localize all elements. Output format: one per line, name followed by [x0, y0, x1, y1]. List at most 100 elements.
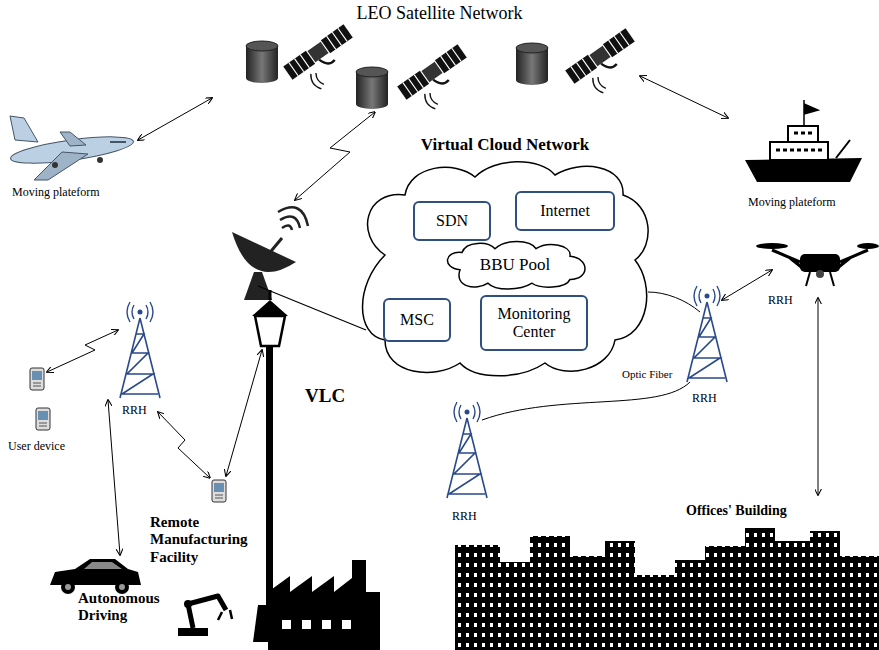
satellite-dish: [232, 207, 308, 300]
office-buildings-part: [745, 528, 775, 650]
car: [50, 559, 141, 594]
box-label: MSC: [400, 311, 434, 329]
user-devices: [30, 368, 226, 502]
satellites-part: [516, 43, 548, 85]
process-box: SDN: [413, 201, 491, 241]
drone-part: [772, 250, 868, 270]
building-label: Offices' Building: [686, 503, 787, 519]
process-box: MSC: [383, 298, 451, 342]
drone-part: [756, 243, 788, 249]
airplane: [9, 116, 135, 180]
car-part: [119, 584, 125, 590]
towers-part: [120, 302, 160, 398]
process-box: Monitoring Center: [480, 295, 588, 351]
rrh-label: RRH: [768, 294, 793, 308]
ship: [745, 100, 862, 182]
ship-part: [776, 133, 822, 150]
cloud-outline-path: [447, 241, 585, 289]
car-part: [50, 559, 141, 585]
ground-links-part: [818, 298, 819, 495]
ground-links-part: [648, 292, 700, 312]
ground-links-part: [482, 382, 690, 420]
user-devices-part: [212, 480, 226, 502]
platform-label: Moving plateform: [748, 196, 836, 210]
office-buildings-part: [500, 562, 530, 650]
cloud-outline-path: [363, 162, 649, 376]
ground-links-part: [47, 330, 118, 372]
box-label: Internet: [540, 202, 590, 220]
region-heading: Virtual Cloud Network: [355, 135, 655, 155]
ship-part: [836, 140, 850, 158]
platform-label: Moving plateform: [12, 186, 100, 200]
user-devices-part: [36, 408, 50, 430]
factory-part: [342, 620, 351, 629]
ground-links-part: [108, 400, 120, 555]
office-buildings-part: [840, 556, 879, 650]
robot-arm-part: [188, 596, 226, 628]
drone-part: [800, 254, 840, 272]
facility-label: Remote Manufacturing Facility: [150, 514, 268, 566]
ground-links-part: [258, 286, 366, 330]
office-buildings-part: [530, 536, 570, 650]
process-box: Internet: [515, 191, 615, 231]
street-lamp-part: [266, 346, 273, 606]
drone-part: [857, 243, 879, 249]
robot-arm-part: [178, 628, 208, 636]
driving-label: Autonomous Driving: [78, 590, 183, 625]
box-label: SDN: [436, 212, 468, 230]
satellite-links-part: [138, 98, 212, 140]
street-lamp-part: [252, 300, 288, 316]
diagram-title: LEO Satellite Network: [0, 3, 879, 24]
car-part: [84, 562, 122, 569]
factory-part: [302, 620, 311, 629]
cloud-region: Virtual Cloud NetworkSDN InternetBBU Pool…: [355, 135, 655, 380]
office-buildings-part: [775, 541, 810, 650]
pool-cloud: BBU Pool: [440, 241, 590, 289]
airplane-part: [34, 152, 88, 180]
factory: [268, 560, 380, 650]
airplane-part: [110, 141, 126, 143]
satellites-part: [246, 41, 278, 83]
vlc-label: VLC: [305, 385, 345, 407]
device-label: User device: [8, 440, 65, 454]
ground-links-part: [158, 412, 210, 478]
drone-part: [816, 270, 824, 278]
satellites-part: [565, 28, 648, 103]
office-buildings-part: [605, 541, 635, 650]
fiber-label: Optic Fiber: [622, 368, 672, 381]
satellite-dish-part: [278, 207, 308, 230]
factory-part: [322, 620, 331, 629]
ship-part: [804, 100, 818, 126]
satellites-part: [283, 24, 366, 99]
office-buildings-part: [810, 531, 840, 650]
satellites: [246, 24, 649, 119]
box-label: BBU Pool: [480, 256, 550, 274]
airplane-part: [52, 162, 58, 168]
office-buildings-part: [635, 575, 675, 650]
office-buildings-part: [705, 546, 745, 650]
satellites-part: [356, 67, 388, 109]
satellite-dish-part: [262, 238, 282, 262]
ship-part: [745, 158, 862, 182]
office-buildings-part: [455, 545, 500, 650]
robot-arm-part: [184, 600, 192, 608]
office-buildings-part: [570, 556, 605, 650]
satellite-dish-part: [232, 232, 296, 272]
car-part: [61, 580, 75, 594]
satellite-links-part: [295, 112, 375, 200]
user-devices-part: [30, 368, 44, 390]
ground-links: [47, 270, 818, 555]
factory-part: [282, 620, 291, 629]
drone: [756, 243, 879, 286]
robot-arm: [178, 596, 232, 636]
robot-arm-part: [218, 610, 232, 620]
factory-part: [268, 560, 380, 650]
rrh-label: RRH: [692, 392, 717, 406]
airplane-part: [10, 116, 38, 142]
car-part: [65, 584, 71, 590]
street-lamp-part: [255, 316, 285, 346]
satellite-links-part: [640, 76, 728, 118]
office-buildings: [455, 528, 879, 650]
towers-part: [447, 402, 487, 498]
ground-links-part: [722, 270, 772, 300]
